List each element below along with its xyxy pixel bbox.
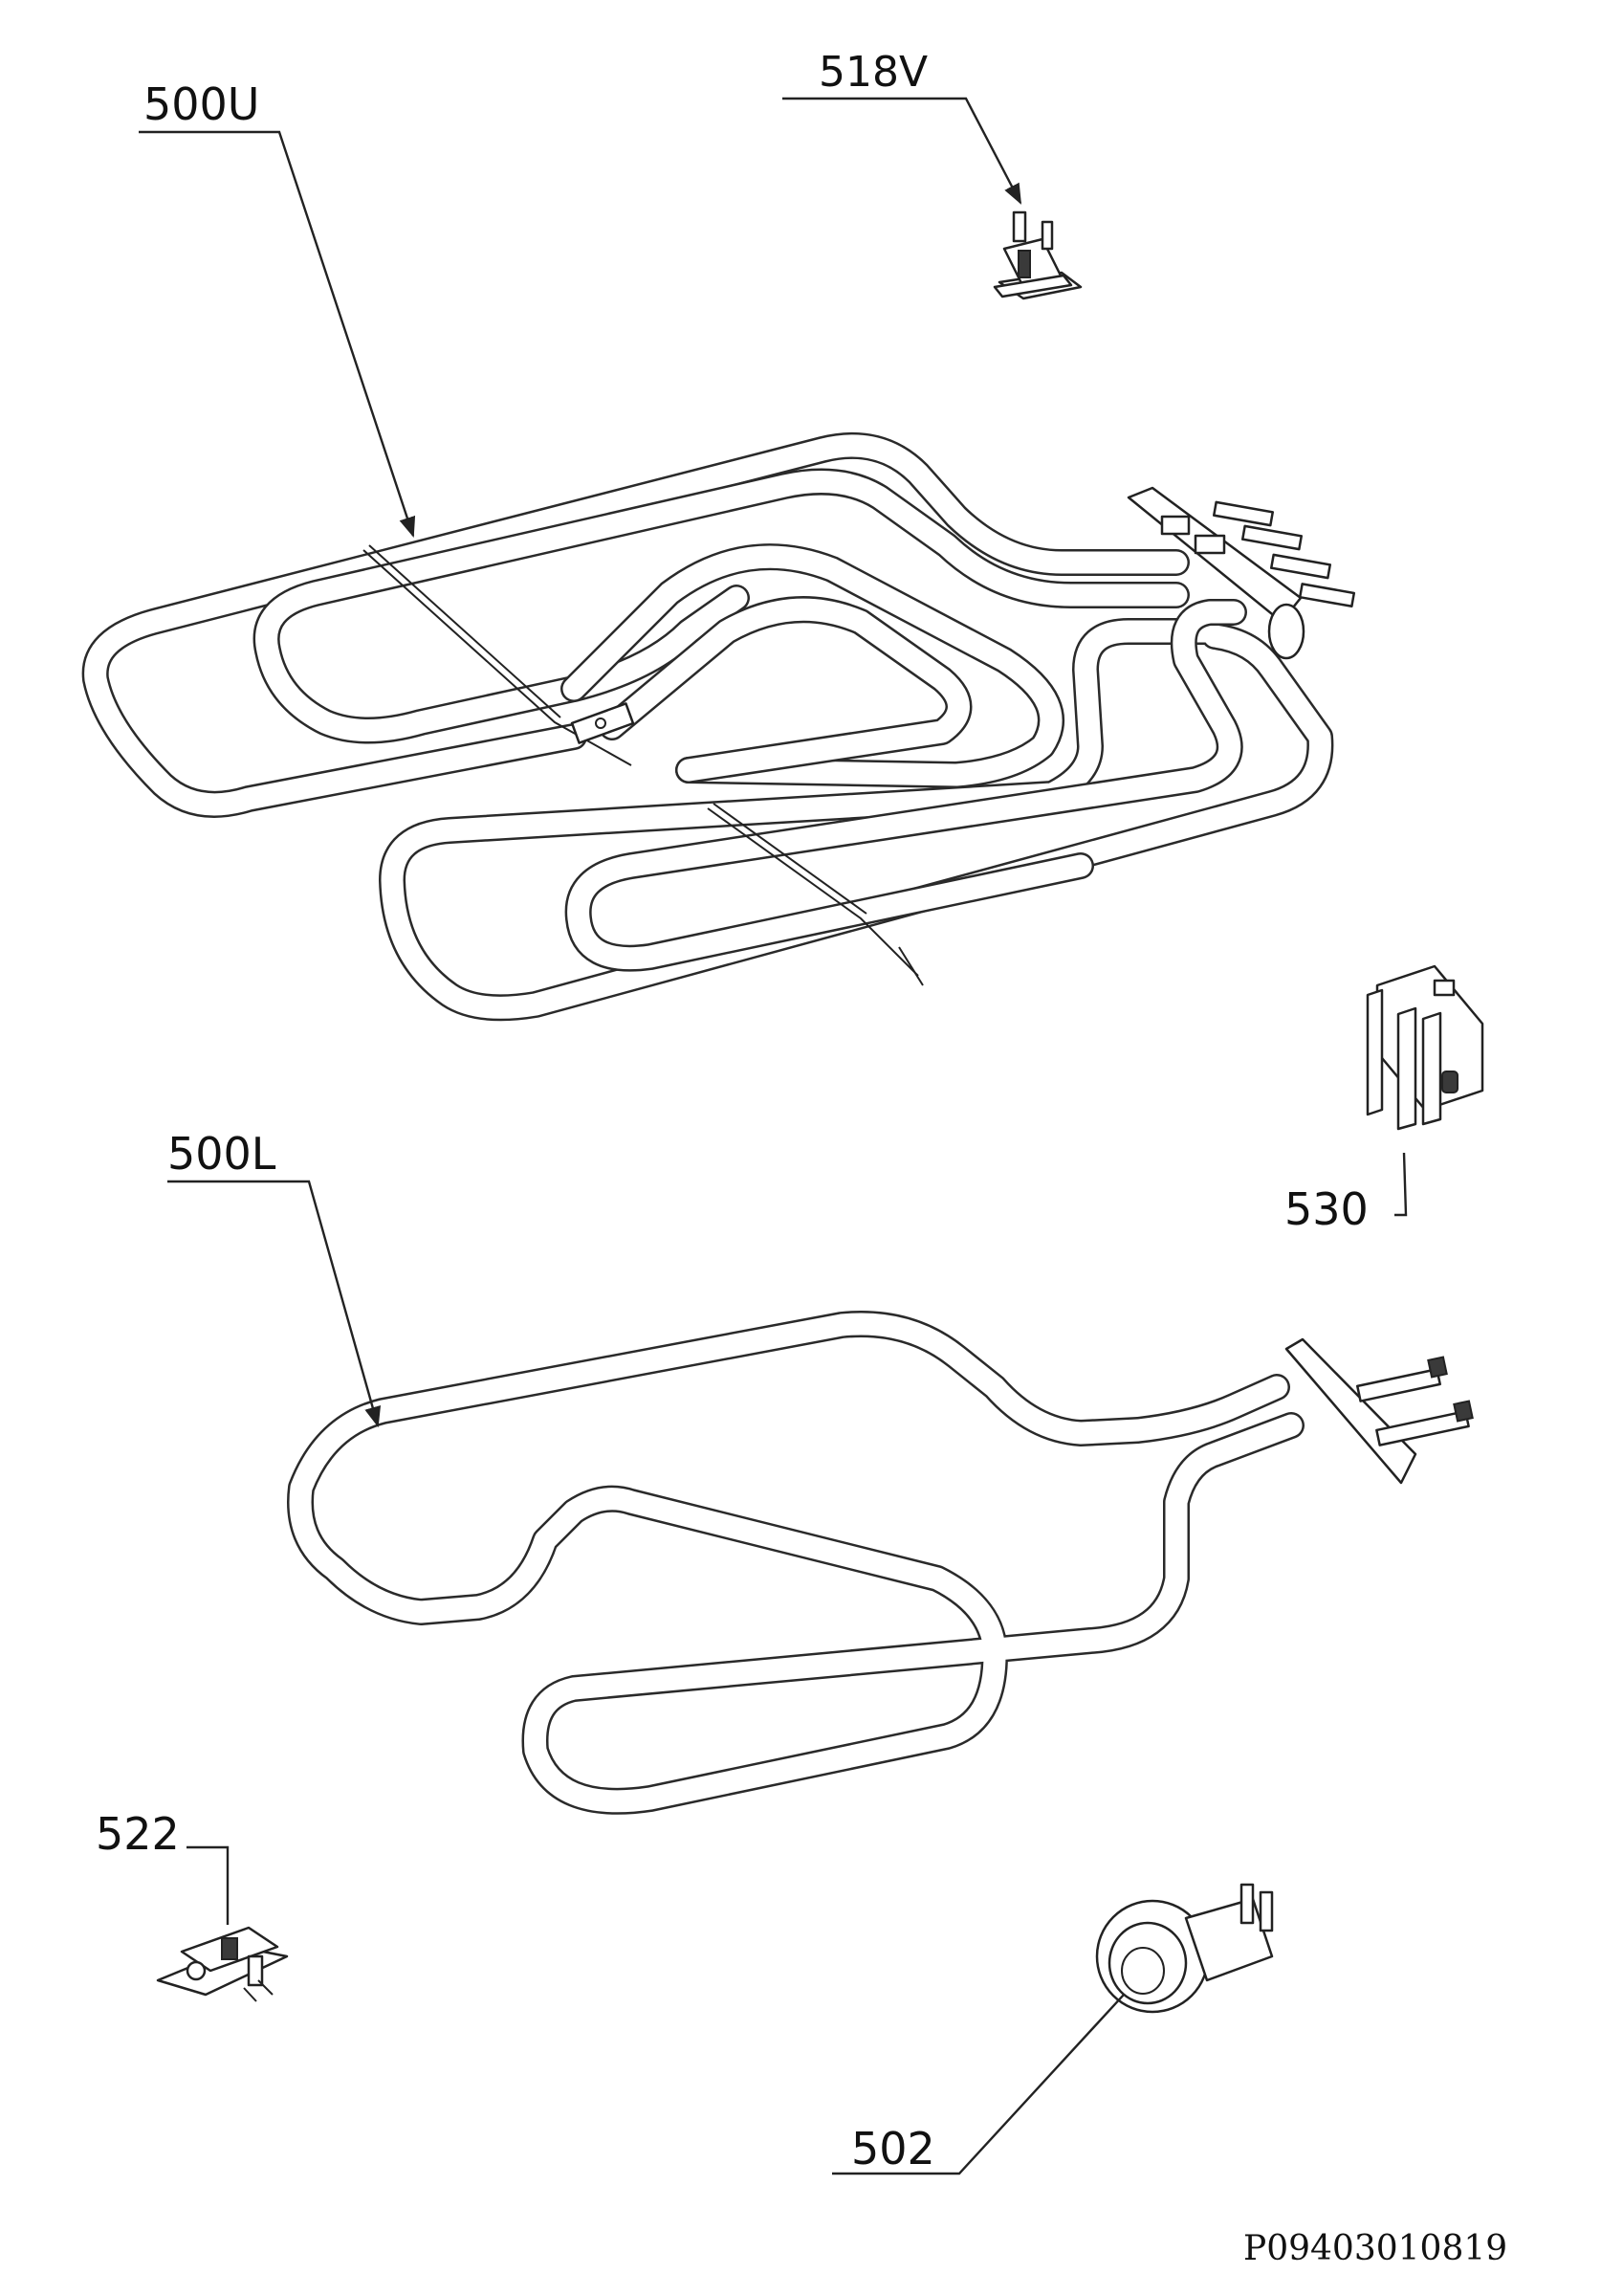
label-522: 522 [96,1808,180,1860]
drawing-number: P09403010819 [1243,2229,1507,2268]
label-500L: 500L [167,1128,276,1180]
leader-lines [139,97,1408,2175]
oven-lamp-502 [1095,1883,1274,2014]
label-500U: 500U [143,78,259,130]
upper-terminal-pins [1160,500,1356,608]
label-518V: 518V [819,48,928,97]
lower-heating-element-500L [287,1310,1474,1815]
connector-block-530 [1366,964,1484,1131]
connector-part-522 [156,1926,289,2002]
label-502: 502 [851,2123,935,2175]
thermostat-part-518V [993,210,1083,300]
label-530: 530 [1284,1183,1369,1235]
upper-heating-element-500U [81,431,1356,1022]
